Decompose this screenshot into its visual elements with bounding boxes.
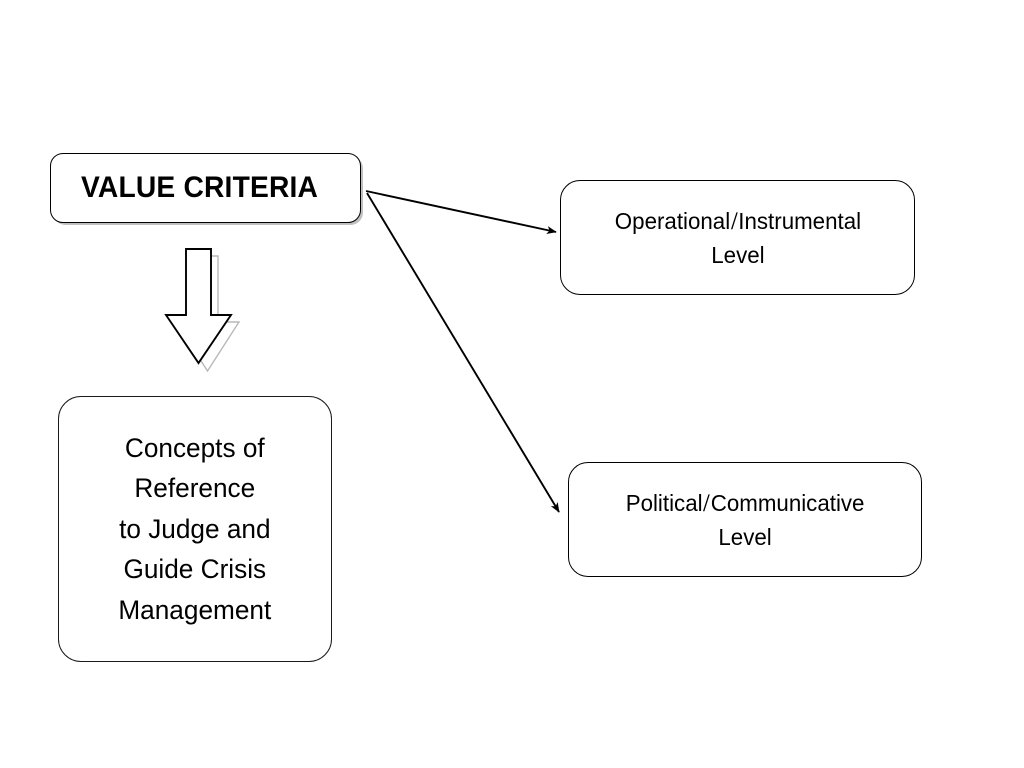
operational-instrumental-level-label: Operational/Instrumental Level bbox=[614, 204, 860, 272]
political-level-word: Level bbox=[718, 523, 772, 550]
concepts-line-5: Management bbox=[118, 594, 272, 625]
communicative-term: Communicative bbox=[710, 489, 865, 516]
block-arrow-shadow bbox=[174, 255, 241, 373]
operational-term: Operational bbox=[614, 207, 730, 234]
instrumental-term: Instrumental bbox=[737, 207, 861, 234]
arrow-to-political-level bbox=[366, 192, 560, 513]
political-communicative-level-label: Political/Communicative Level bbox=[626, 486, 865, 554]
operational-level-word: Level bbox=[710, 241, 765, 268]
operational-instrumental-level-box[interactable]: Operational/Instrumental Level bbox=[560, 180, 915, 295]
block-arrow-down bbox=[164, 248, 233, 365]
political-communicative-level-box[interactable]: Political/Communicative Level bbox=[568, 462, 922, 577]
concepts-of-reference-box[interactable]: Concepts of Reference to Judge and Guide… bbox=[58, 396, 332, 662]
value-criteria-box[interactable]: VALUE CRITERIA bbox=[50, 153, 361, 223]
concepts-of-reference-label: Concepts of Reference to Judge and Guide… bbox=[119, 428, 272, 631]
concepts-line-2: Reference bbox=[134, 473, 256, 504]
concepts-line-1: Concepts of bbox=[125, 432, 265, 463]
value-criteria-label: VALUE CRITERIA bbox=[81, 171, 319, 205]
concepts-line-3: to Judge and bbox=[119, 513, 271, 544]
political-term: Political bbox=[625, 489, 703, 516]
concepts-line-4: Guide Crisis bbox=[123, 554, 267, 585]
arrow-to-operational-level bbox=[365, 190, 557, 234]
